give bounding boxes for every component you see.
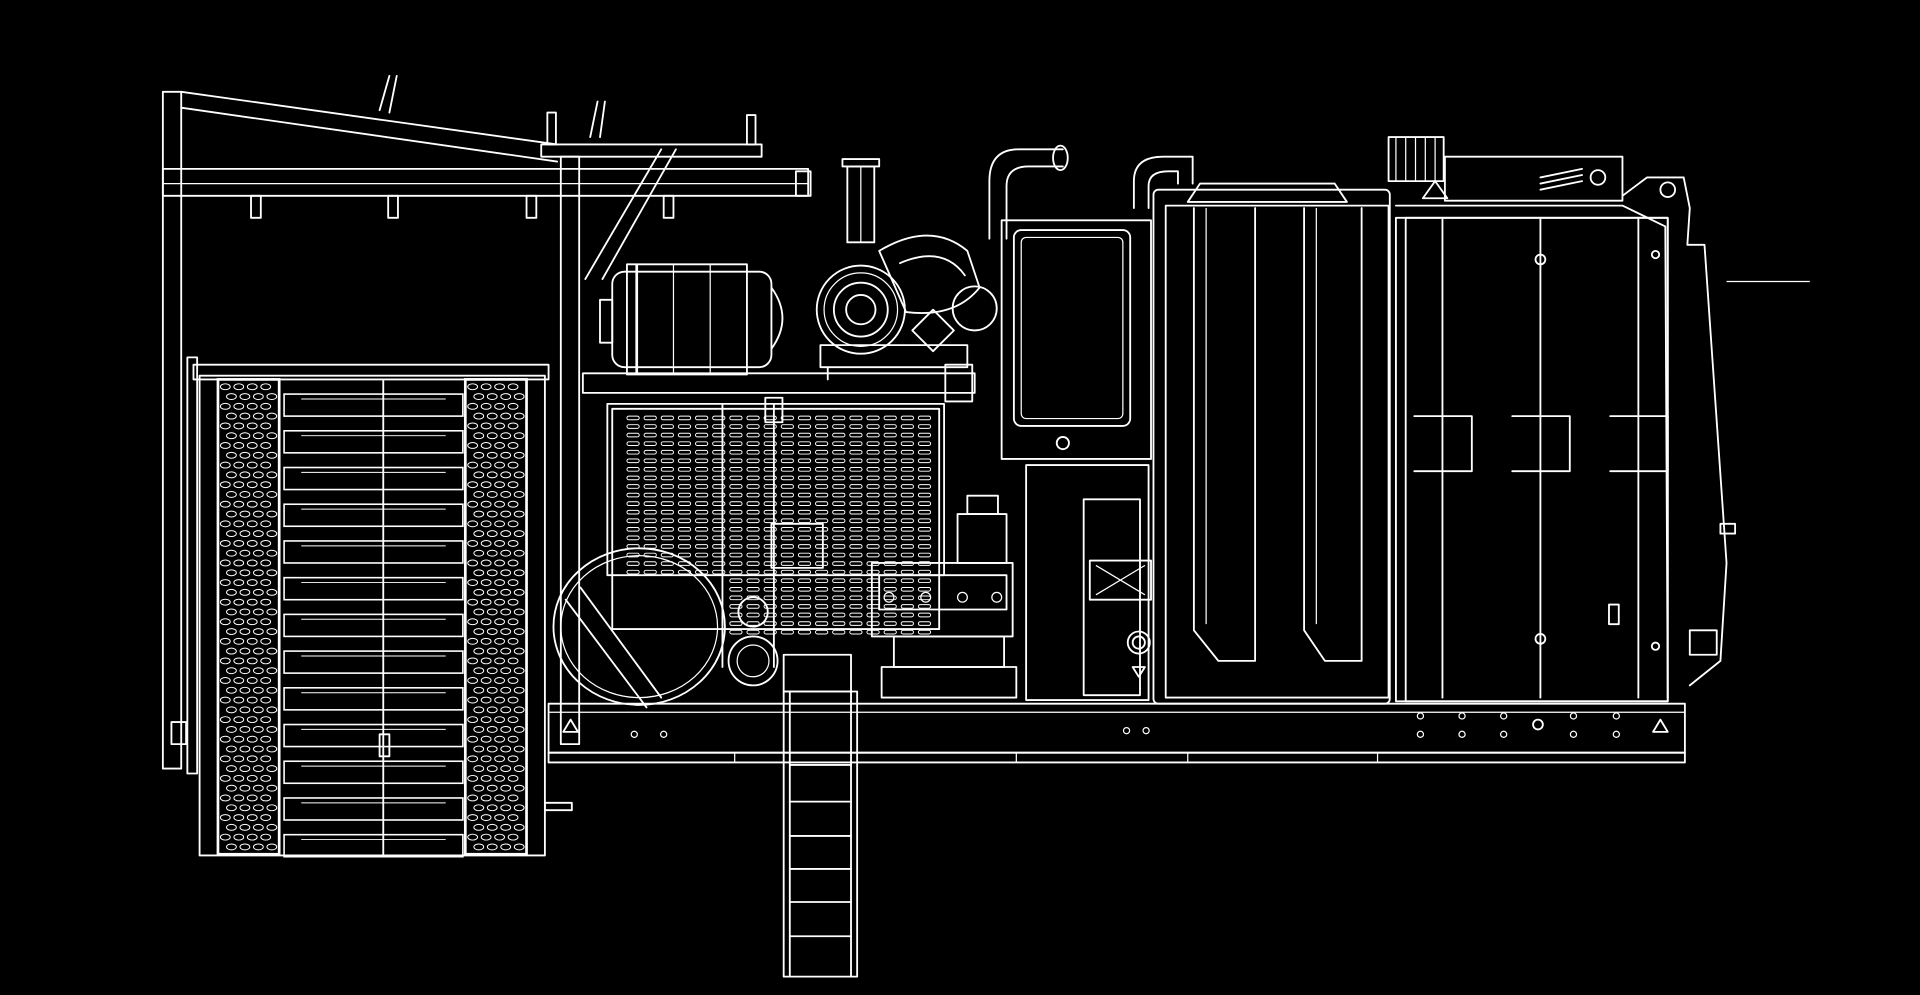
drum-slats (283, 393, 464, 858)
water-pump (870, 494, 1018, 699)
drum-perforation-right (467, 383, 525, 851)
muffler (599, 263, 784, 376)
air-intake (841, 158, 881, 244)
overhead-frame (161, 74, 812, 770)
diesel-engine (581, 363, 976, 668)
drum-reel (170, 356, 573, 858)
hydraulic-tank (552, 547, 852, 709)
pipe-elbow-2 (1132, 155, 1194, 209)
radiator-grille (626, 415, 932, 635)
water-tank (1152, 182, 1391, 705)
skid-base (547, 702, 1686, 764)
access-ladder (782, 690, 859, 978)
turbo-blower (815, 234, 998, 381)
control-panel (1000, 219, 1152, 701)
drum-perforation-left (219, 383, 278, 851)
debris-tank (1387, 136, 1810, 703)
pipe-elbow-1 (988, 144, 1069, 240)
